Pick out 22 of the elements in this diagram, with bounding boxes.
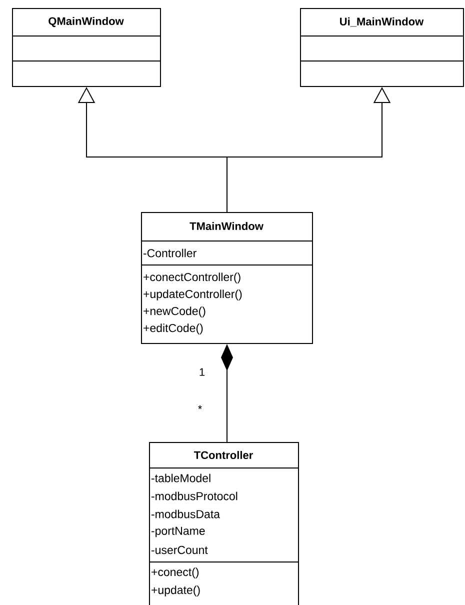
method-text: +newCode()	[144, 306, 206, 318]
class-name: TController	[194, 450, 253, 460]
method-text: +update()	[152, 586, 200, 596]
multiplicity-label: *	[198, 405, 202, 410]
method-text: +updateController()	[144, 290, 242, 300]
method-text: +editCode()	[144, 324, 203, 334]
class-name: QMainWindow	[48, 16, 124, 28]
attribute-text: -modbusData	[152, 510, 220, 518]
class-box	[300, 8, 464, 87]
attribute-text: -modbusProtocol	[152, 492, 238, 500]
multiplicity-label: 1	[200, 368, 205, 376]
class-name: Ui_MainWindow	[340, 17, 424, 27]
attribute-text: -portName	[152, 526, 205, 538]
attribute-text: -userCount	[152, 546, 208, 554]
class-box	[148, 442, 299, 605]
attribute-text: -Controller	[144, 248, 196, 258]
class-box	[12, 8, 161, 87]
method-text: +conectController()	[144, 272, 240, 284]
class-name: TMainWindow	[190, 222, 264, 230]
class-box	[140, 212, 313, 344]
attribute-text: -tableModel	[152, 474, 210, 482]
method-text: +conect()	[152, 568, 199, 578]
